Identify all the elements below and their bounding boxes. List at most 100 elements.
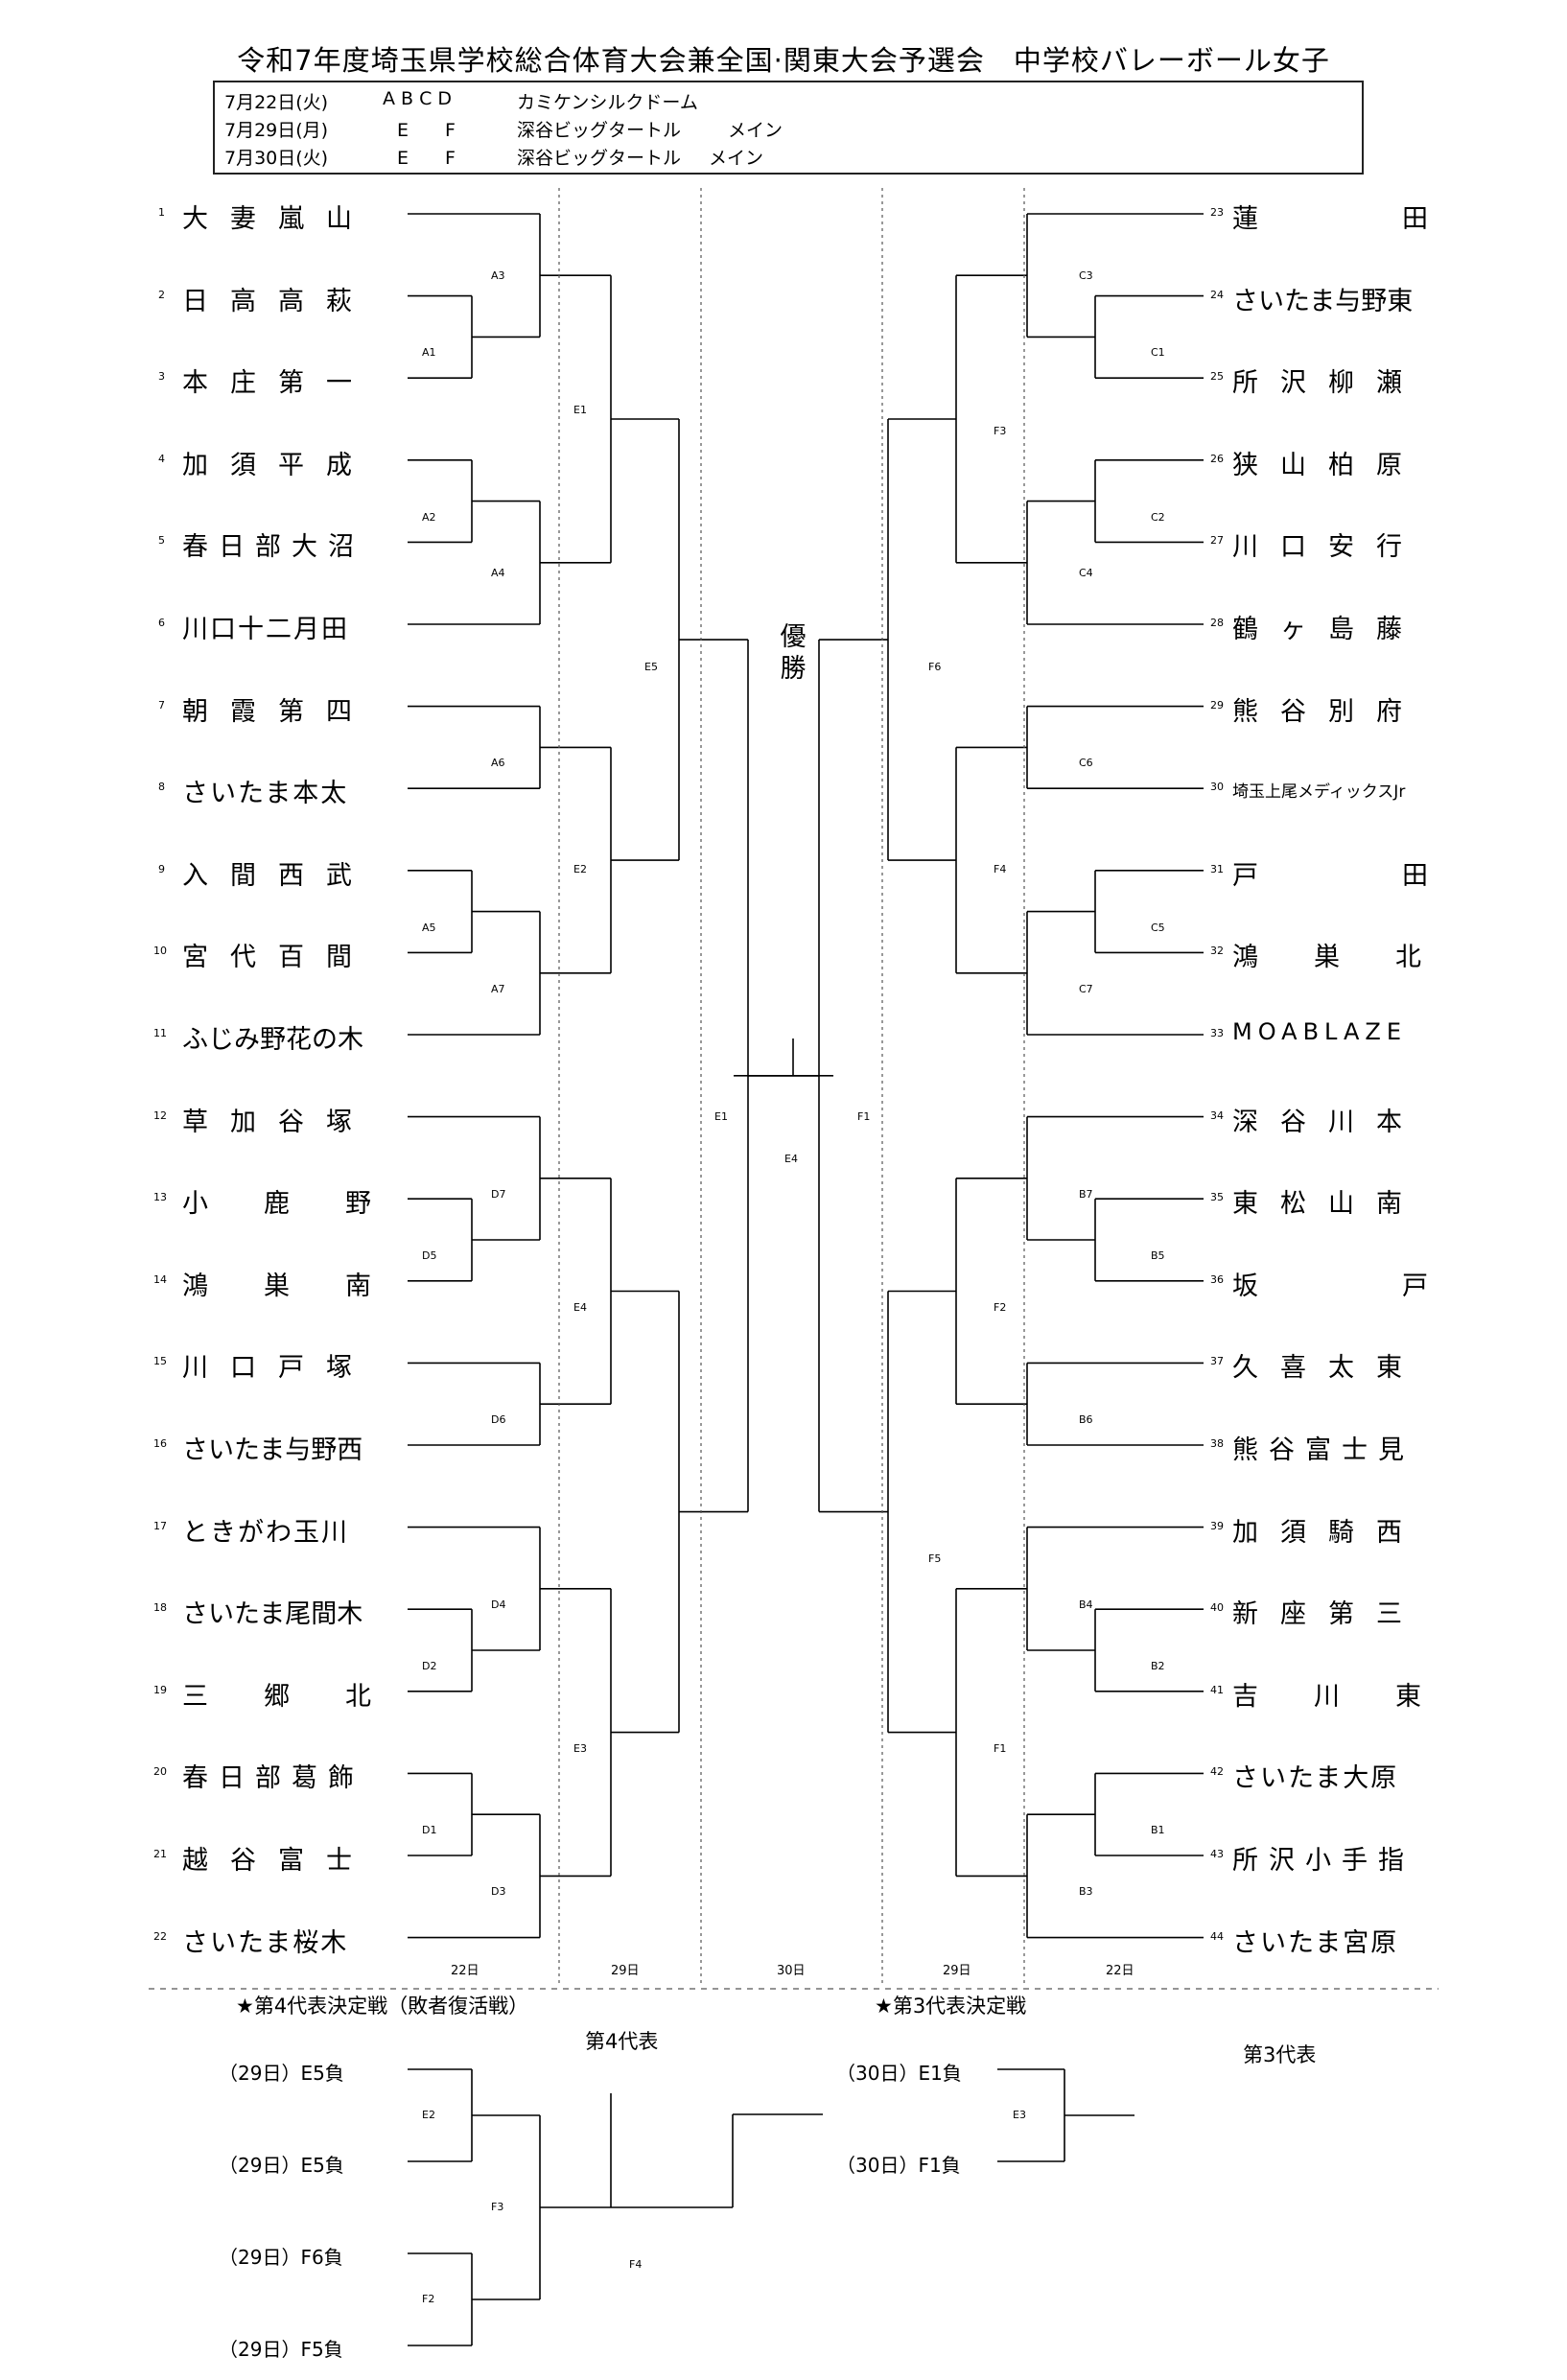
fourth-seat-heading: ★第4代表決定戦（敗者復活戦） (236, 1995, 529, 2018)
match-label: E5 (644, 661, 658, 674)
team-name: 川口安行 (1232, 532, 1424, 563)
team-name: 埼玉上尾メディックスJr (1232, 782, 1406, 803)
match-label: E2 (422, 2109, 435, 2121)
team-number: 13 (153, 1191, 167, 1204)
team-number: 9 (158, 862, 165, 875)
day-label: 22日 (451, 1964, 479, 1978)
match-label: F4 (994, 863, 1007, 876)
match-label: A2 (422, 510, 436, 524)
team-name: さいたま大原 (1232, 1763, 1399, 1794)
team-name: 鴻巣南 (182, 1271, 427, 1301)
schedule-venue: カミケンシルクドーム (517, 92, 698, 113)
team-name: 越谷富士 (182, 1846, 374, 1876)
match-label: A6 (491, 757, 505, 770)
schedule-venue: 深谷ビッグタートル (517, 120, 682, 141)
team-name: さいたま本太 (182, 779, 349, 809)
team-name: 朝霞第四 (182, 696, 374, 727)
schedule-note: メイン (728, 120, 784, 141)
schedule-rounds: A B C D (383, 88, 453, 109)
team-name: ふじみ野花の木 (182, 1025, 363, 1055)
team-name: 川口戸塚 (182, 1353, 374, 1384)
team-name: 熊谷別府 (1232, 696, 1424, 727)
team-number: 16 (153, 1437, 167, 1450)
fourth-entry: （29日）F6負 (219, 2246, 343, 2269)
team-name: 春日部葛飾 (182, 1763, 364, 1794)
match-label: E3 (573, 1741, 587, 1755)
schedule-rounds: E F (397, 120, 456, 141)
team-name: 草加谷塚 (182, 1107, 374, 1137)
team-number: 7 (158, 698, 165, 712)
team-name: 宮代百間 (182, 943, 374, 973)
team-number: 14 (153, 1272, 167, 1286)
team-number: 41 (1210, 1683, 1224, 1696)
team-name: 熊谷富士見 (1232, 1435, 1415, 1465)
team-name: 加須騎西 (1232, 1517, 1424, 1548)
match-label: D5 (422, 1249, 437, 1262)
team-name: 久喜太東 (1232, 1353, 1424, 1384)
match-label: D7 (491, 1187, 506, 1201)
team-number: 20 (153, 1765, 167, 1779)
team-number: 18 (153, 1601, 167, 1615)
team-number: 36 (1210, 1272, 1224, 1286)
team-number: 3 (158, 370, 165, 384)
team-name: 東松山南 (1232, 1189, 1424, 1220)
match-label: C6 (1079, 757, 1093, 770)
team-number: 25 (1210, 370, 1224, 384)
match-label: F1 (994, 1741, 1007, 1755)
team-name: ときがわ玉川 (182, 1517, 349, 1548)
match-label: C5 (1151, 921, 1165, 934)
team-number: 1 (158, 206, 165, 219)
match-label: E1 (573, 404, 587, 416)
team-number: 21 (153, 1848, 167, 1860)
match-label: E3 (1013, 2109, 1026, 2121)
match-label: B5 (1151, 1249, 1165, 1262)
fourth-entry: （29日）E5負 (219, 2062, 344, 2085)
team-name: さいたま桜木 (182, 1927, 349, 1958)
match-label: E4 (573, 1300, 587, 1314)
team-number: 11 (153, 1027, 167, 1039)
team-number: 34 (1210, 1108, 1224, 1122)
match-label: A1 (422, 346, 436, 360)
team-number: 44 (1210, 1929, 1224, 1943)
schedule-date: 7月29日(月) (224, 120, 329, 141)
team-name: 新座第三 (1232, 1599, 1424, 1630)
match-label: F2 (994, 1300, 1007, 1314)
team-name: さいたま与野東 (1232, 286, 1414, 316)
third-seat-heading: ★第3代表決定戦 (875, 1995, 1027, 2018)
team-number: 24 (1210, 288, 1224, 301)
team-number: 30 (1210, 781, 1224, 794)
schedule-box: 7月22日(火) A B C D カミケンシルクドーム 7月29日(月) E F… (213, 81, 1364, 175)
team-number: 26 (1210, 452, 1224, 465)
day-label: 29日 (943, 1964, 971, 1978)
schedule-note: メイン (709, 148, 764, 169)
match-label: E1 (714, 1109, 728, 1123)
fourth-seat-result: 第4代表 (585, 2030, 659, 2053)
match-label: C3 (1079, 269, 1093, 283)
third-seat-result: 第3代表 (1243, 2043, 1317, 2066)
team-name: 所沢柳瀬 (1232, 368, 1424, 399)
match-label: A3 (491, 269, 505, 283)
team-number: 22 (153, 1929, 167, 1943)
team-number: 35 (1210, 1191, 1224, 1204)
match-label: B1 (1151, 1824, 1165, 1837)
match-label: D6 (491, 1413, 506, 1427)
match-label: F6 (928, 661, 942, 674)
match-label: B4 (1079, 1598, 1093, 1611)
match-label: B2 (1151, 1660, 1165, 1672)
team-number: 23 (1210, 206, 1224, 219)
team-number: 4 (158, 452, 165, 465)
team-name: MOABLAZE (1232, 1018, 1408, 1045)
team-number: 17 (153, 1519, 167, 1532)
team-number: 6 (158, 617, 165, 629)
match-label: D4 (491, 1598, 506, 1611)
team-name: 入間西武 (182, 860, 374, 891)
team-name: 坂戸 (1232, 1271, 1567, 1301)
match-label: B3 (1079, 1885, 1093, 1899)
third-entry: （30日）F1負 (836, 2154, 961, 2177)
team-number: 2 (158, 288, 165, 301)
day-label: 29日 (611, 1964, 640, 1978)
team-name: 三郷北 (182, 1681, 427, 1712)
match-label: C1 (1151, 346, 1165, 360)
team-number: 19 (153, 1683, 167, 1696)
team-name: 鴻巣北 (1232, 943, 1477, 973)
